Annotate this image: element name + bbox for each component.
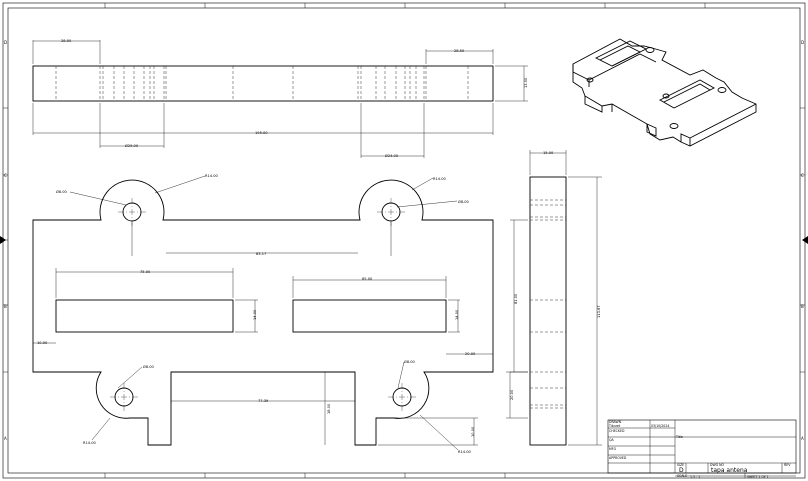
zone-label: B [4, 304, 7, 309]
dim-text: 81.00 [514, 293, 518, 304]
dim-text: Ø8.00 [404, 359, 416, 364]
zone-label: A [801, 436, 804, 441]
slot-left [55, 299, 234, 333]
dim-text: R14.00 [458, 450, 471, 454]
dim-text: R14.00 [433, 177, 446, 181]
dim-text: Ø8.00 [143, 364, 155, 369]
size-value: D [679, 467, 684, 474]
dim-text: 18.00 [327, 403, 331, 414]
inner-frame [7, 7, 801, 474]
size-label: SIZE [677, 463, 684, 467]
dim-text: 77.39 [258, 399, 269, 403]
dim-text: 15.00 [543, 151, 554, 155]
mfg-label: MFG [609, 447, 617, 451]
dim-text: 113.67 [597, 305, 601, 318]
dim-text: Ø8.00 [56, 189, 68, 194]
dim-text: 10.00 [471, 426, 475, 437]
checked-label: CHECKED [609, 429, 625, 433]
dim-text: 20.00 [465, 352, 476, 356]
dim-text: Ø8.00 [458, 199, 470, 204]
dim-text: 28.50 [454, 49, 465, 53]
front-view: Ø8.00 R14.00 R14.00 Ø8.00 83.17 75.00 65… [32, 174, 494, 454]
drawn-by: Tiburet [608, 424, 621, 428]
title-label: Title [675, 435, 683, 439]
dim-text: 14.00 [455, 309, 459, 320]
rev-label: REV [784, 463, 791, 467]
drawn-date: 03/10/2024 [651, 424, 669, 428]
isometric-view [572, 38, 757, 147]
sheet-value: SHEET 1 OF 1 [747, 475, 769, 479]
qa-label: QA [609, 438, 615, 442]
dim-text: 195.00 [255, 131, 268, 135]
zone-label: C [4, 173, 7, 178]
zone-label: C [801, 173, 804, 178]
dim-text: Ø29.00 [125, 143, 139, 148]
side-view: 15.00 81.00 113.67 20.00 [506, 150, 602, 446]
title-block: DRAWN Tiburet 03/10/2024 CHECKED Title Q… [607, 419, 797, 479]
scale-value: 1.5 : 1 [690, 475, 700, 479]
dim-text: R14.00 [205, 174, 218, 178]
top-view: 28.50 28.50 13.00 195.00 Ø29.00 Ø24.00 [32, 39, 528, 158]
center-arrow-left [0, 236, 6, 244]
slot-right [292, 299, 447, 333]
dim-text: 14.00 [253, 309, 257, 320]
zone-label: B [801, 304, 804, 309]
dim-text: 83.17 [256, 252, 266, 256]
approved-label: APPROVED [609, 456, 627, 460]
dim-text: 20.00 [510, 389, 514, 400]
drawn-label: DRAWN [609, 420, 622, 424]
dim-text: R14.00 [83, 441, 96, 445]
dim-text: 28.50 [61, 39, 72, 43]
scale-label: SCALE [677, 474, 687, 478]
center-arrow-right [802, 236, 808, 244]
dim-text: Ø24.00 [385, 153, 399, 158]
zone-label: A [4, 436, 7, 441]
zone-label: D [801, 40, 804, 45]
dim-text: 13.00 [524, 77, 528, 88]
zone-markers: D C B A D C B A [3, 3, 805, 478]
dwg-value: tapa antena [711, 467, 748, 474]
zone-label: D [4, 40, 7, 45]
dim-text: 65.00 [362, 277, 373, 281]
dim-text: 75.00 [140, 270, 151, 274]
dwg-label: DWG NO [710, 463, 724, 467]
dim-text: 10.00 [37, 341, 48, 345]
